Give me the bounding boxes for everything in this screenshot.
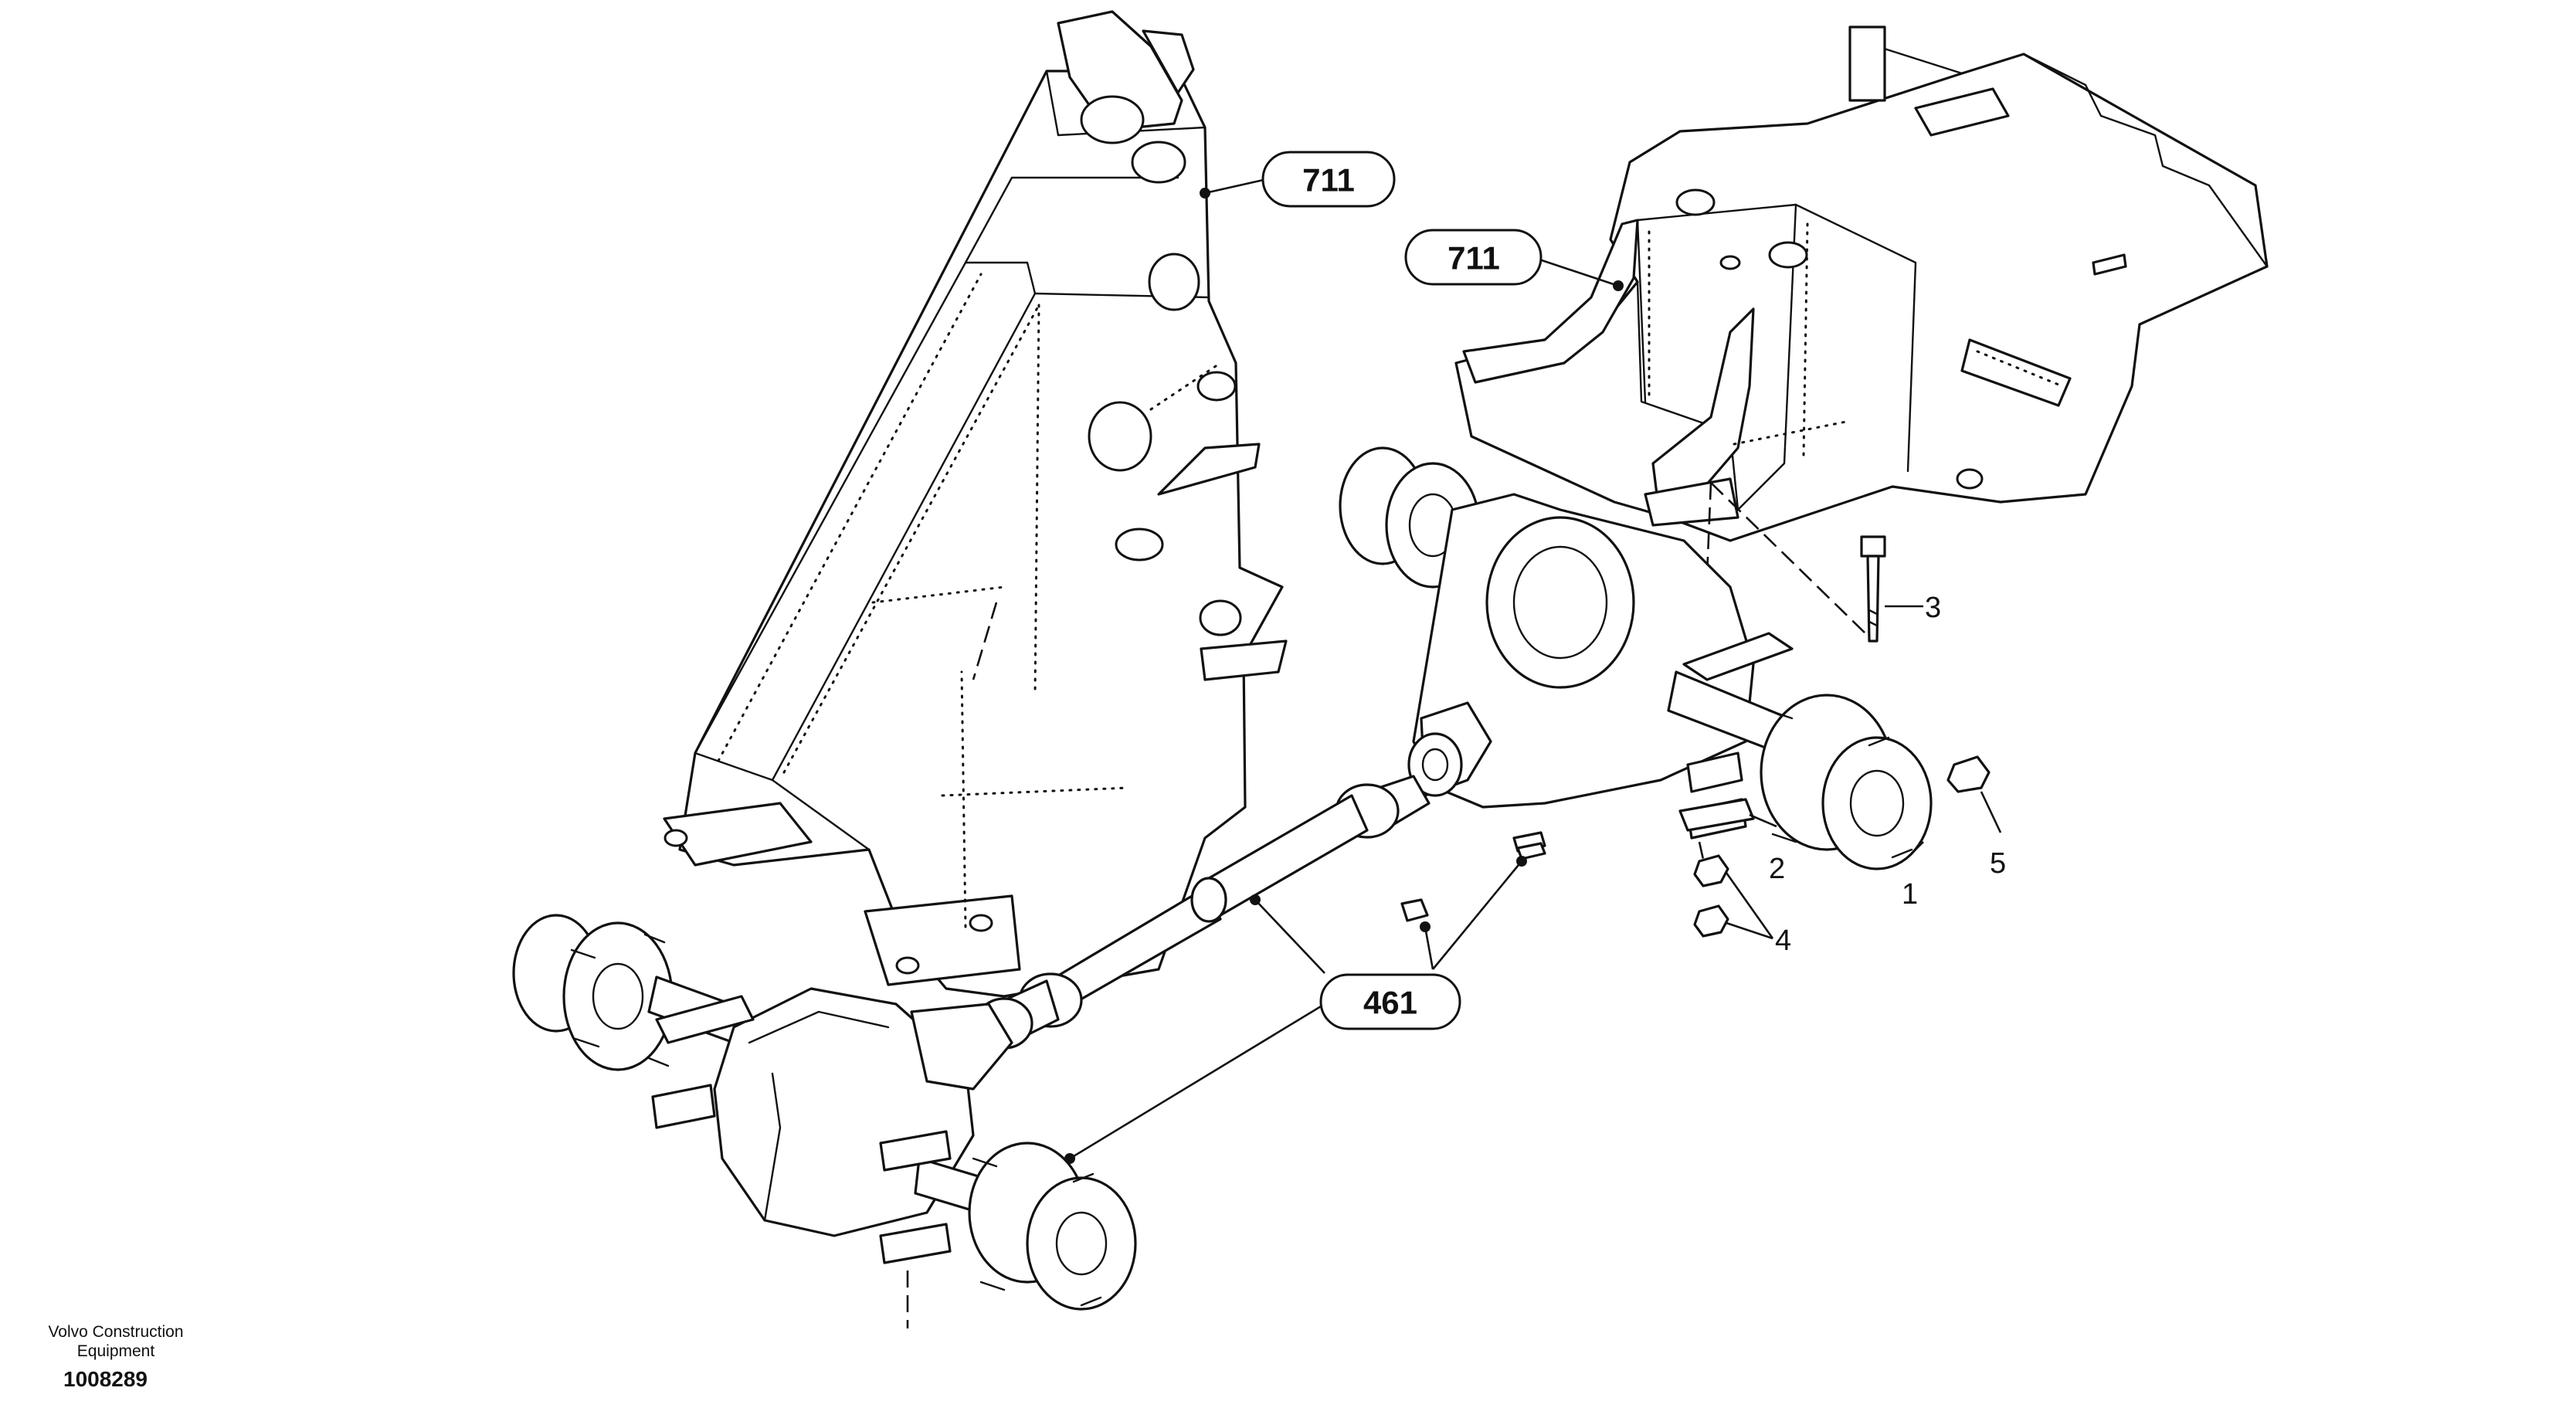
ref-label-461-text: 461 [1363,985,1417,1021]
spacer-item-2 [1678,798,1755,832]
brand-line-2: Equipment [76,1342,155,1360]
callout-5: 5 [1990,847,2006,880]
brand-line-1: Volvo Construction [48,1323,184,1341]
bolt-item-3 [1860,535,1886,643]
callout-2: 2 [1769,853,1785,885]
front-frame [663,10,1288,998]
propeller-shaft [975,775,1431,1050]
small-bolt [1512,831,1546,860]
small-nut [1400,898,1429,922]
front-axle [512,914,1137,1328]
ref-label-711-front-text: 711 [1302,162,1355,198]
image-number: 1008289 [63,1367,148,1391]
ref-label-711-front: 711 [1261,151,1396,208]
callout-1: 1 [1902,878,1918,911]
nuts-item-4 [1693,854,1729,938]
ref-label-711-rear-text: 711 [1448,240,1500,277]
rear-axle [1339,446,1933,877]
leaders [1064,178,2002,1164]
ref-label-711-rear: 711 [1404,229,1543,286]
ref-label-461: 461 [1319,973,1461,1030]
callout-4: 4 [1775,925,1791,957]
nut-item-5 [1946,755,1991,793]
callout-3: 3 [1925,592,1941,624]
brand-caption: Volvo Construction Equipment [23,1322,209,1361]
